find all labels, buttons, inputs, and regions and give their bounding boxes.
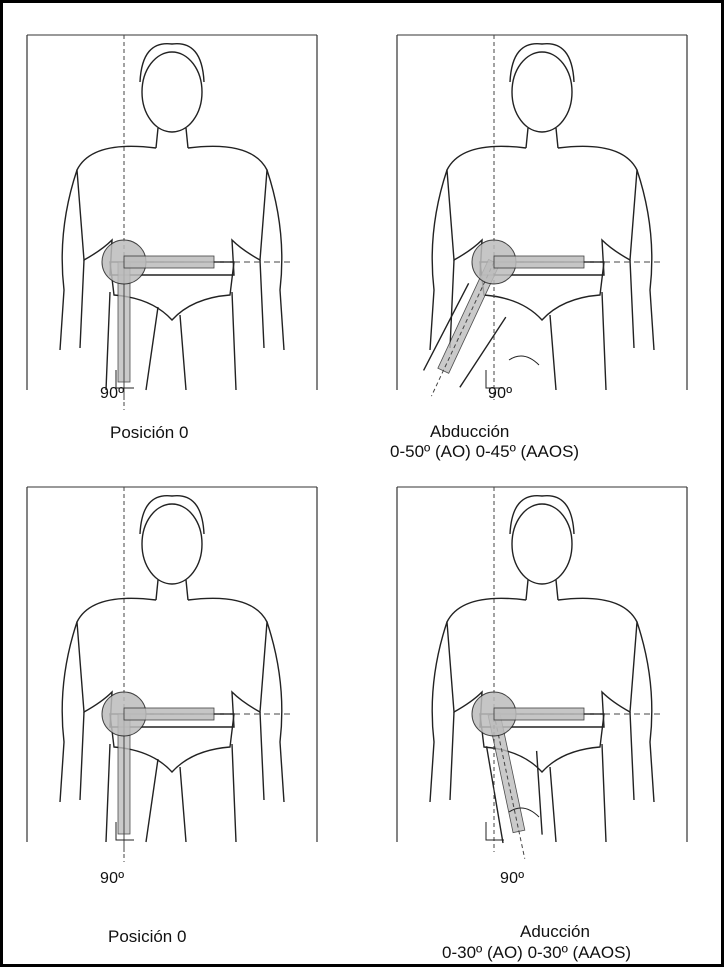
- angle-label: 90º: [488, 385, 512, 403]
- hair: [510, 496, 574, 534]
- neck: [156, 580, 188, 600]
- range-of-motion-values: 0-50º (AO) 0-45º (AAOS): [390, 442, 579, 462]
- neck: [526, 580, 558, 600]
- panel-position-zero-bottom: 90º Posición 0: [22, 482, 322, 922]
- standing-figure-illustration: [22, 482, 322, 902]
- right-arm: [260, 170, 284, 350]
- angle-label: 90º: [100, 870, 124, 888]
- moving-leg-outline: [106, 292, 158, 390]
- moving-leg-outline: [424, 282, 513, 393]
- left-arm: [430, 622, 454, 802]
- panel-caption: Abducción: [430, 422, 509, 442]
- panel-caption: Aducción: [520, 922, 590, 942]
- right-arm: [630, 622, 654, 802]
- left-arm: [430, 170, 454, 350]
- right-arm: [630, 170, 654, 350]
- hair: [510, 44, 574, 82]
- standing-figure-illustration: [22, 30, 322, 450]
- goniometer-fixed-arm: [124, 708, 214, 720]
- head: [512, 504, 572, 584]
- adduction-figure-illustration: [390, 482, 724, 902]
- angle-label: 90º: [500, 870, 524, 888]
- abduction-figure-illustration: [390, 30, 724, 450]
- goniometer-fixed-arm: [494, 256, 584, 268]
- neck: [526, 128, 558, 148]
- panel-position-zero-top: 90º Posición 0: [22, 30, 322, 450]
- head: [142, 504, 202, 584]
- panel-caption: Posición 0: [108, 927, 186, 947]
- left-arm: [60, 170, 84, 350]
- left-arm: [60, 622, 84, 802]
- panel-adduction: 90º Aducción 0-30º (AO) 0-30º (AAOS): [390, 482, 724, 967]
- panel-abduction: 90º Abducción 0-50º (AO) 0-45º (AAOS): [390, 30, 724, 470]
- range-of-motion-values: 0-30º (AO) 0-30º (AAOS): [442, 943, 631, 963]
- goniometer-fixed-arm: [124, 256, 214, 268]
- angle-label: 90º: [100, 385, 124, 403]
- motion-arrow: [509, 356, 539, 365]
- goniometer-fixed-arm: [494, 708, 584, 720]
- hair: [140, 496, 204, 534]
- head: [512, 52, 572, 132]
- head: [142, 52, 202, 132]
- hair: [140, 44, 204, 82]
- neck: [156, 128, 188, 148]
- right-arm: [260, 622, 284, 802]
- panel-caption: Posición 0: [110, 423, 188, 443]
- moving-leg-outline: [106, 744, 158, 842]
